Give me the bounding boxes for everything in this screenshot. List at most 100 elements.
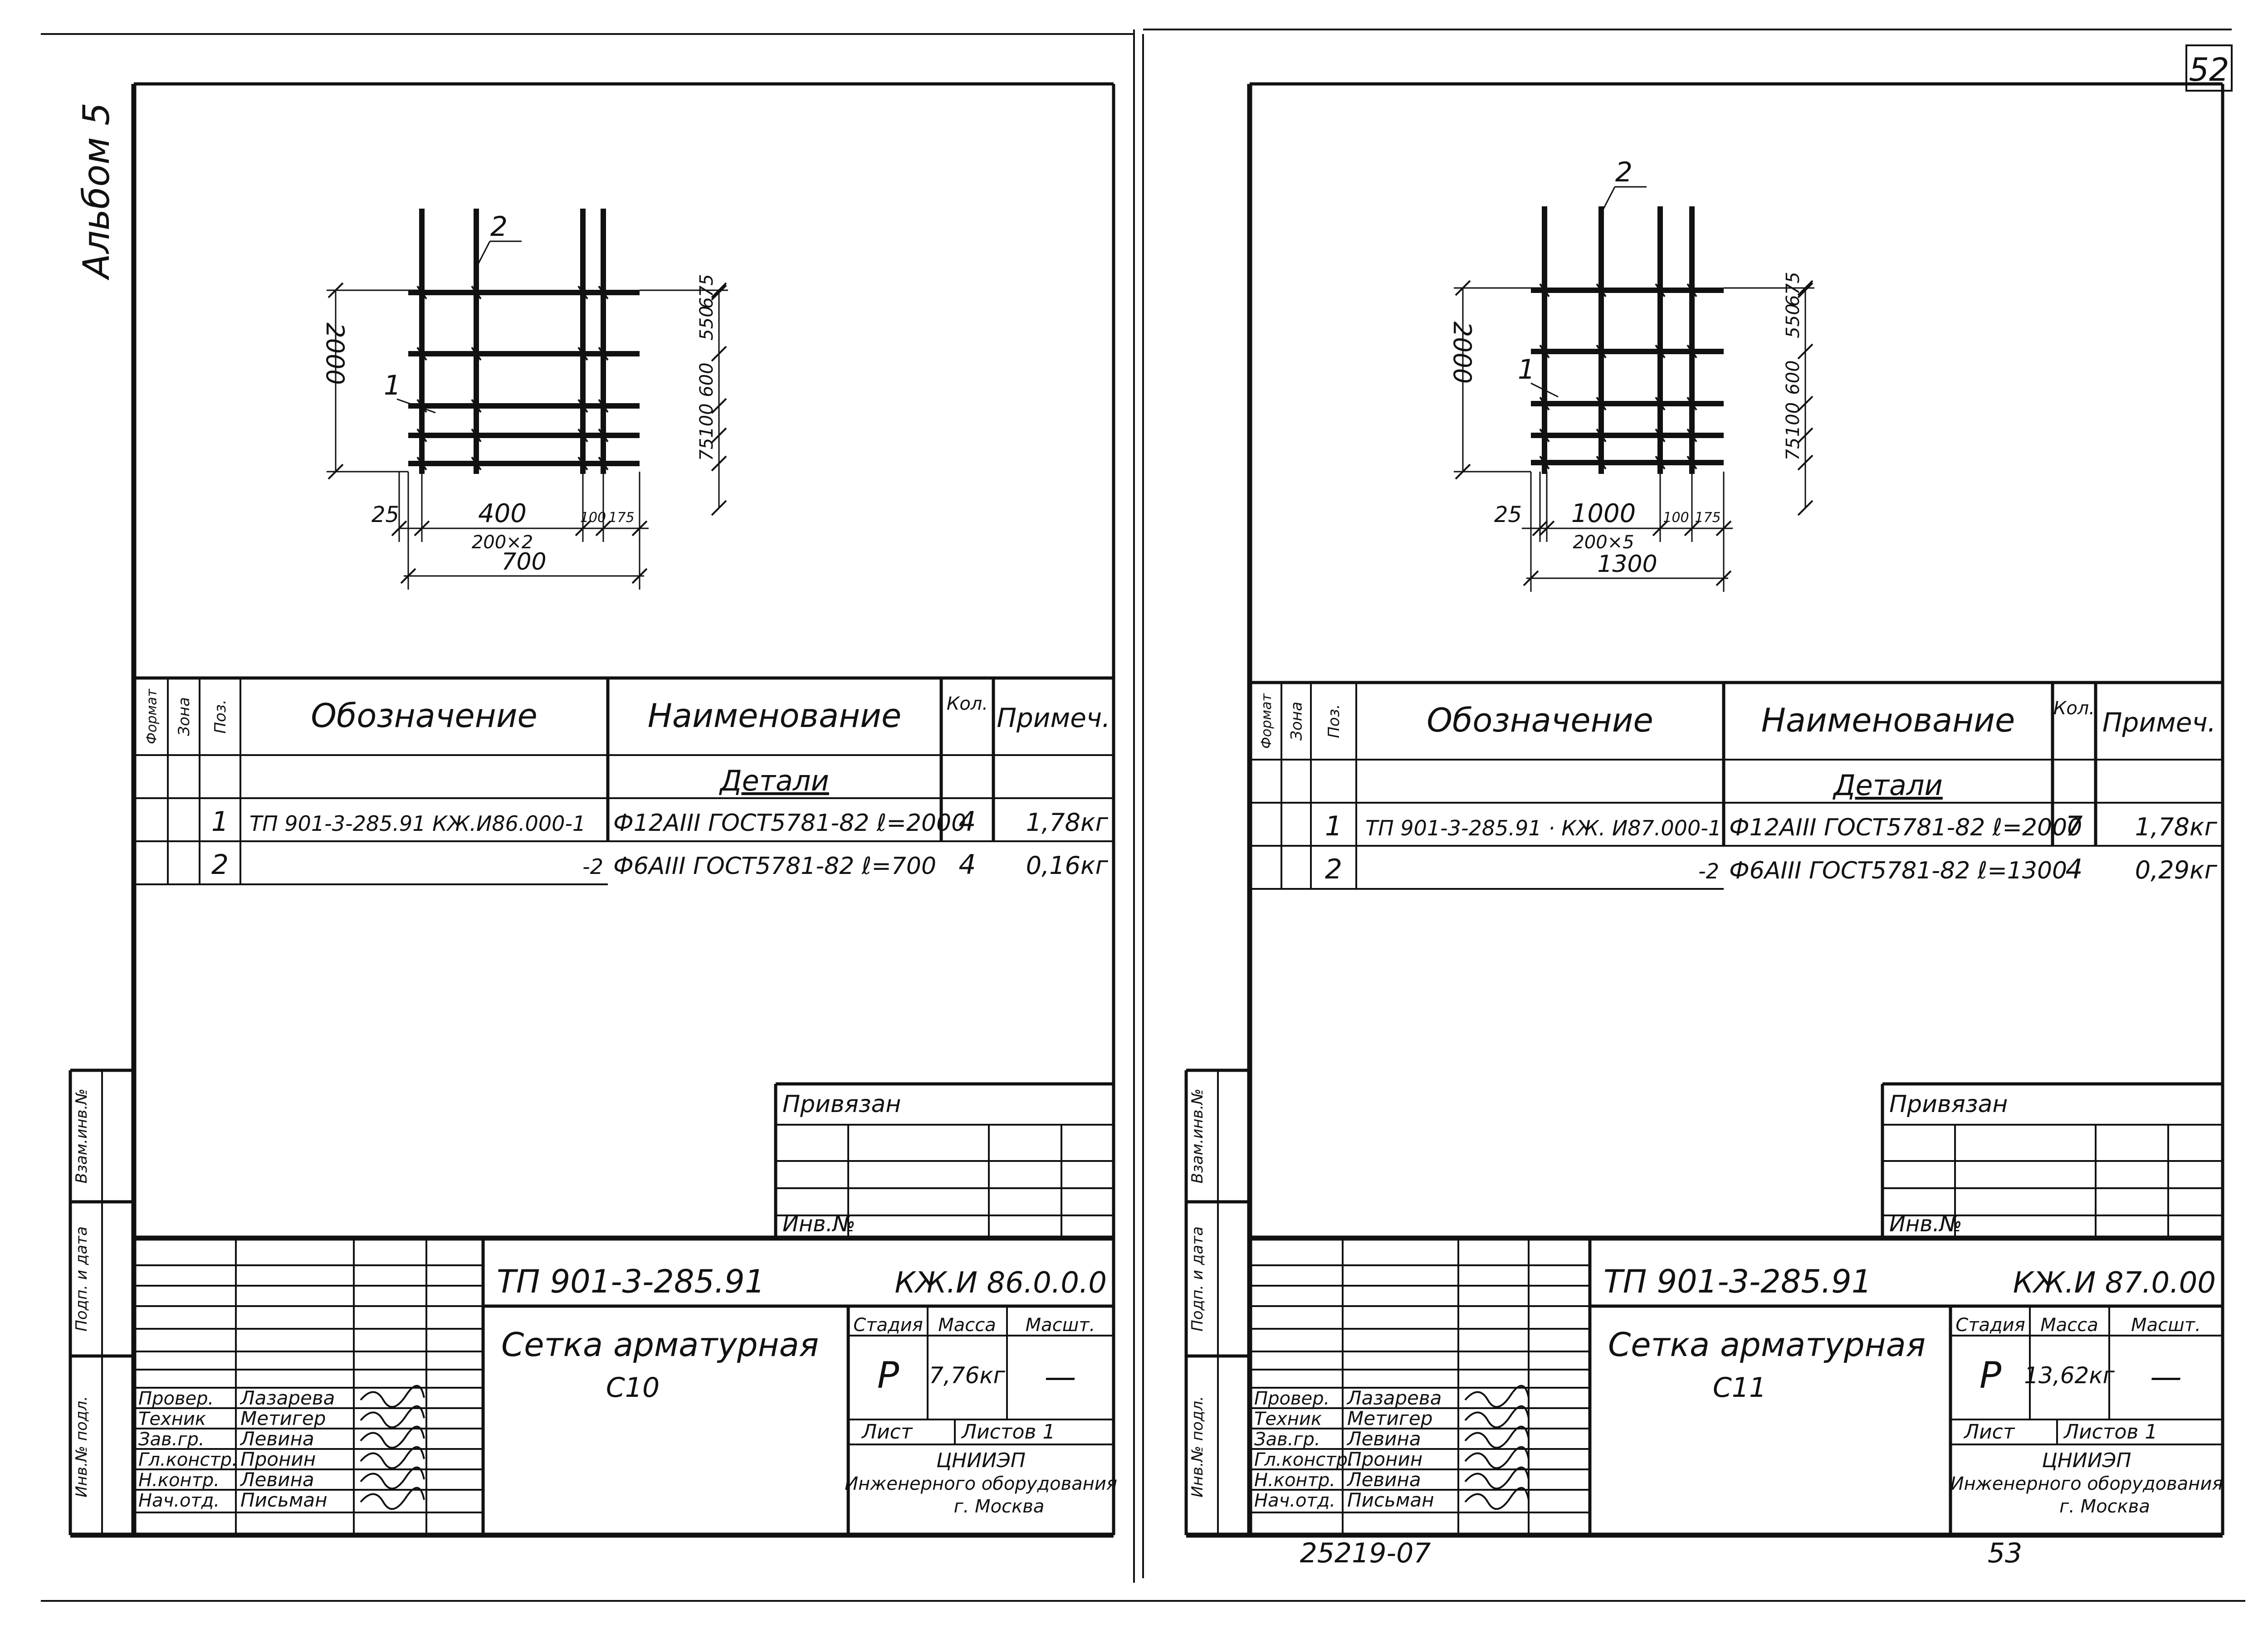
bottom-dim-3: 100 [580, 510, 606, 526]
row-qty-1: 4 [958, 806, 976, 838]
row-designation-2: -2 [1698, 859, 1719, 883]
header-note: Примеч. [2102, 707, 2216, 738]
weld-tick [598, 428, 609, 443]
leader-line [396, 398, 436, 414]
weld-tick [1596, 455, 1607, 470]
header-name: Наименование [648, 697, 902, 735]
doc-code: ТП 901-3-285.91 [497, 1263, 765, 1300]
role-6: Нач.отд. [138, 1490, 220, 1511]
role-1: Провер. [138, 1388, 214, 1409]
header-pos: Поз. [1325, 704, 1343, 738]
dimension-tick [1455, 280, 1471, 296]
dimension-tick [391, 520, 407, 537]
mass-value: 7,76кг [929, 1362, 1006, 1389]
sheet-label: Лист [1963, 1420, 2015, 1444]
signer-5: Левина [240, 1468, 314, 1491]
weld-tick [1655, 344, 1666, 359]
dimension-tick [575, 520, 591, 537]
leader-line [1600, 186, 1616, 214]
weld-tick [1539, 344, 1550, 359]
side-label-inv-replace: Взам.инв.№ [73, 1088, 91, 1183]
weld-tick [1539, 455, 1550, 470]
footer-code: 25219-07 [1300, 1537, 1431, 1569]
right-dim-4: 100 [1783, 402, 1804, 437]
weld-tick [577, 285, 588, 300]
org-name: ЦНИИЭП [2042, 1449, 2131, 1472]
position-2-label: 2 [1615, 156, 1633, 188]
header-designation: Обозначение [311, 697, 538, 735]
weld-tick [577, 428, 588, 443]
signer-1: Лазарева [240, 1387, 335, 1409]
mass-label: Масса [938, 1315, 996, 1336]
weld-tick [577, 399, 588, 413]
signer-2: Метигер [1347, 1407, 1432, 1429]
role-2: Техник [1254, 1409, 1322, 1429]
org-line3: г. Москва [954, 1496, 1045, 1517]
right-dim-4: 100 [696, 403, 717, 438]
header-designation: Обозначение [1427, 701, 1653, 739]
weld-tick [1686, 396, 1697, 411]
bottom-dim-4: 175 [1695, 510, 1721, 526]
mass-value: 13,62кг [2024, 1362, 2115, 1389]
signer-4: Пронин [240, 1448, 316, 1470]
dimension-tick [711, 500, 727, 516]
signer-4: Пронин [1347, 1448, 1422, 1470]
position-2-label: 2 [490, 211, 508, 243]
signature-2 [360, 1405, 425, 1429]
bottom-dim-1: 25 [1494, 502, 1522, 527]
doc-mark: КЖ.И 87.0.00 [2013, 1266, 2216, 1300]
role-5: Н.контр. [1254, 1470, 1335, 1491]
header-qty: Кол. [947, 693, 988, 714]
signature-1 [360, 1385, 425, 1408]
position-1-label: 1 [384, 370, 401, 401]
drawing-subtitle: С11 [1713, 1372, 1766, 1404]
row-designation-1: ТП 901-3-285.91 КЖ.И86.000-1 [249, 811, 586, 836]
bottom-dim-4: 175 [608, 510, 634, 526]
role-4: Гл.констр. [138, 1449, 238, 1470]
header-zone: Зона [175, 697, 193, 736]
side-label-sign-date: Подп. и дата [1188, 1226, 1207, 1332]
header-name: Наименование [1761, 701, 2015, 739]
weld-tick [1686, 283, 1697, 298]
signature-5 [1464, 1466, 1530, 1490]
weld-tick [1686, 455, 1697, 470]
dimension-tick [327, 282, 344, 298]
weld-tick [471, 456, 482, 471]
row-note-2: 0,16кг [1026, 851, 1109, 880]
dimension-tick [631, 568, 648, 584]
row-designation-2: -2 [582, 854, 603, 879]
right-dim-5: 75 [1783, 438, 1804, 461]
signer-3: Левина [240, 1428, 314, 1450]
scale-label: Масшт. [1026, 1315, 1095, 1336]
bottom-dim-3: 100 [1663, 510, 1689, 526]
right-dim-5: 75 [696, 438, 717, 461]
weld-tick [416, 285, 427, 300]
album-label: Альбом 5 [75, 102, 117, 281]
row-pos-2: 2 [1325, 854, 1342, 885]
dimension-tick [1797, 343, 1813, 360]
page-number-box [2185, 44, 2233, 92]
dimension-tick [711, 346, 727, 362]
signer-2: Метигер [240, 1407, 326, 1429]
weld-tick [1539, 428, 1550, 443]
row-designation-1: ТП 901-3-285.91 · КЖ. И87.000-1 [1365, 816, 1721, 840]
dimension-tick [1797, 500, 1813, 516]
section-title: Детали [719, 764, 829, 797]
leader-line [1530, 382, 1559, 398]
right-dim-2: 550 [696, 306, 717, 340]
dimension-tick [327, 463, 344, 480]
signer-6: Письман [240, 1489, 327, 1511]
bound-label: Привязан [1889, 1091, 2008, 1118]
row-qty-2: 4 [958, 849, 976, 881]
leader-line [475, 241, 491, 268]
right-dim-1: 675 [1783, 272, 1804, 306]
role-2: Техник [138, 1409, 206, 1429]
row-name-2: Ф6АIII ГОСТ5781-82 ℓ=1300 [1729, 857, 2067, 884]
dimension-tick [1684, 520, 1700, 537]
weld-tick [1596, 428, 1607, 443]
org-line2: Инженерного оборудования [845, 1473, 1117, 1494]
drawing-title: Сетка арматурная [1608, 1326, 1926, 1364]
dimension-tick [595, 520, 611, 537]
weld-tick [1596, 396, 1607, 411]
